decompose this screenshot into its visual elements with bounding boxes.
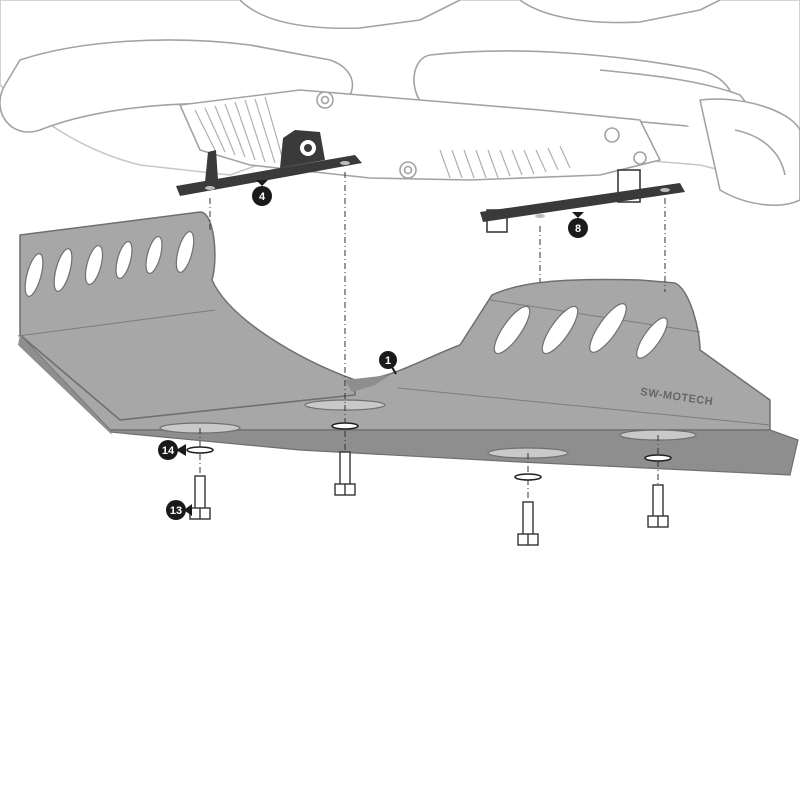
bolt	[647, 484, 669, 528]
callout-label: 1	[385, 355, 391, 367]
engine-fins	[194, 96, 571, 179]
bolt	[517, 501, 539, 546]
callout-bolt: 13	[166, 500, 192, 520]
callout-label: 14	[162, 445, 175, 457]
callout-right-bracket: 8	[568, 212, 588, 238]
bolts	[189, 451, 669, 546]
skid-plate-vent-slots-right	[493, 303, 668, 359]
skid-plate-vent-slots-left	[24, 231, 195, 297]
bolt	[334, 451, 356, 496]
assembly-guide-lines	[199, 172, 666, 500]
engine-line-art	[0, 0, 800, 206]
callout-skid-plate: 1	[379, 351, 397, 375]
washers	[186, 422, 672, 481]
right-mounting-bracket	[480, 169, 685, 233]
skid-plate	[17, 211, 799, 476]
callout-left-bracket: 4	[252, 180, 272, 206]
callout-label: 4	[259, 191, 266, 203]
callout-label: 13	[170, 505, 182, 517]
bolt	[189, 475, 211, 520]
left-mounting-bracket	[176, 130, 362, 196]
callout-label: 8	[575, 223, 581, 235]
callout-washer: 14	[158, 440, 186, 460]
